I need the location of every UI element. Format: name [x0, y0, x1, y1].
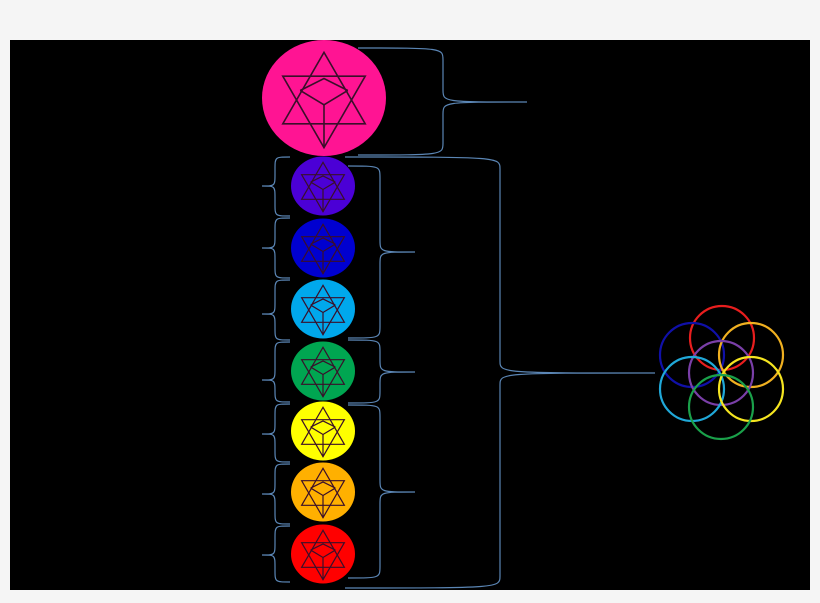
star-tetrahedron-icon [300, 346, 346, 398]
spheres-group [262, 40, 386, 584]
star-inner-edge [310, 543, 336, 551]
star-tetrahedron-icon [281, 50, 367, 150]
brace-left-1 [261, 156, 291, 217]
star-inner-edge [310, 175, 336, 183]
brace-left-5 [261, 403, 291, 463]
brace-large [344, 156, 656, 589]
star-tetrahedron-icon [300, 284, 346, 336]
chakra-sphere-2 [291, 218, 355, 278]
chakra-sphere-1 [291, 156, 355, 216]
flower-ring-2 [658, 321, 726, 389]
flower-ring-5 [658, 355, 726, 423]
star-triangle-down [300, 542, 346, 581]
star-triangle-down [300, 236, 346, 275]
brace-left-4 [261, 341, 291, 403]
star-triangle-down [300, 174, 346, 213]
top-sphere [262, 40, 386, 156]
star-tetrahedron-icon [300, 223, 346, 275]
star-triangle-down [300, 359, 346, 398]
star-tetrahedron-icon [300, 406, 346, 458]
chakra-sphere-7 [291, 524, 355, 584]
chakra-sphere-5 [291, 401, 355, 461]
brace-left-2 [261, 217, 291, 279]
star-inner-edge [299, 77, 349, 92]
star-inner-edge [310, 237, 336, 245]
brace-lower [347, 404, 416, 579]
flower-ring-4 [687, 339, 755, 407]
flower-ring-6 [717, 355, 785, 423]
flower-ring-1 [688, 304, 756, 372]
star-tetrahedron-icon [300, 161, 346, 213]
brace-upper [347, 165, 416, 339]
chakra-sphere-3 [291, 279, 355, 339]
chakra-sphere-6 [291, 462, 355, 522]
star-triangle-down [300, 419, 346, 458]
brace-left-6 [261, 463, 291, 525]
flower-of-life [658, 304, 785, 441]
brace-middle [347, 339, 416, 404]
star-triangle-down [281, 75, 367, 150]
brace-top [357, 47, 528, 156]
brace-left-7 [261, 525, 291, 583]
flower-ring-3 [717, 321, 785, 389]
star-inner-edge [310, 298, 336, 306]
braces-group [261, 47, 656, 589]
chakra-sphere-4 [291, 341, 355, 401]
brace-left-3 [261, 279, 291, 341]
star-tetrahedron-icon [300, 529, 346, 581]
star-triangle-down [300, 297, 346, 336]
diagram-background [10, 40, 810, 590]
star-triangle-down [300, 480, 346, 519]
flower-ring-7 [687, 373, 755, 441]
star-inner-edge [310, 481, 336, 489]
star-tetrahedron-icon [300, 467, 346, 519]
star-inner-edge [310, 420, 336, 428]
star-inner-edge [310, 360, 336, 368]
